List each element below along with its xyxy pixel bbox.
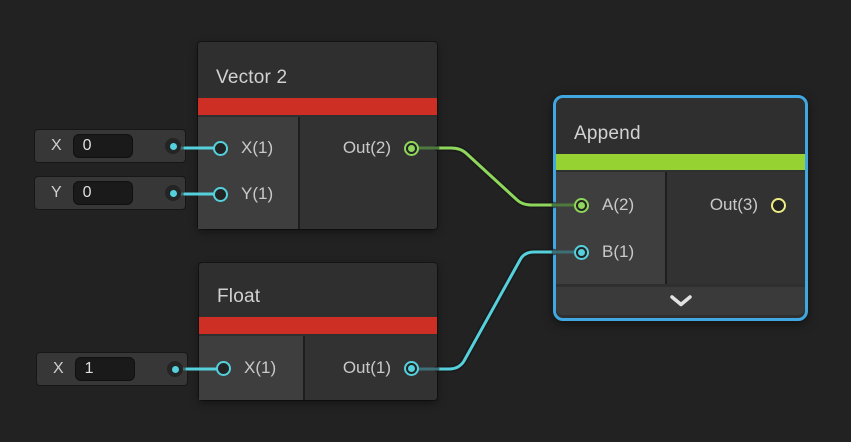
port-vector2-y-input[interactable] — [213, 186, 228, 202]
vector2-x-value-field[interactable]: 0 — [72, 134, 133, 158]
port-append-out-output[interactable] — [771, 197, 786, 213]
float-x-widget-label: X — [53, 360, 64, 377]
node-append-title: Append — [574, 123, 641, 144]
node-float-body: X(1) Out(1) — [199, 336, 437, 400]
port-row-append-b: B(1) — [574, 238, 634, 266]
edge-vector2-to-append[interactable] — [435, 146, 556, 207]
port-vector2-out-label: Out(2) — [342, 138, 391, 157]
port-row-append-out: Out(3) — [710, 191, 786, 219]
float-x-widget: X 1 — [37, 353, 187, 385]
node-float-color-bar — [199, 317, 437, 334]
port-vector2-out-output[interactable] — [404, 140, 419, 156]
port-row-vector2-y: Y(1) — [213, 180, 273, 208]
vector2-y-connector-dot[interactable] — [165, 185, 181, 201]
vector2-y-value-field[interactable]: 0 — [72, 181, 133, 205]
vector2-x-widget: X 0 — [35, 130, 185, 162]
node-append-color-bar — [556, 154, 805, 170]
node-append-collapse-button[interactable] — [556, 287, 805, 315]
port-append-a-input[interactable] — [574, 197, 589, 213]
vector2-x-widget-label: X — [51, 137, 62, 154]
port-float-out-output[interactable] — [404, 360, 419, 376]
port-vector2-y-label: Y(1) — [241, 184, 274, 203]
node-float[interactable]: Float X(1) Out(1) — [199, 263, 437, 400]
port-row-vector2-x: X(1) — [213, 134, 273, 162]
port-float-x-label: X(1) — [244, 358, 277, 377]
port-row-vector2-out: Out(2) — [343, 134, 419, 162]
port-vector2-x-input[interactable] — [213, 140, 228, 156]
port-append-b-input[interactable] — [574, 244, 589, 260]
float-x-value-field[interactable]: 1 — [74, 357, 135, 381]
vector2-y-widget-label: Y — [51, 184, 62, 201]
port-append-a-label: A(2) — [602, 195, 635, 214]
node-float-title: Float — [217, 286, 261, 307]
node-vector2-body: X(1) Y(1) Out(2) — [198, 117, 437, 229]
edge-green-shadow — [433, 144, 558, 209]
port-row-append-a: A(2) — [574, 191, 634, 219]
port-row-float-x: X(1) — [216, 354, 276, 382]
port-append-b-label: B(1) — [602, 242, 635, 261]
port-vector2-x-label: X(1) — [241, 138, 274, 157]
port-float-x-input[interactable] — [216, 360, 231, 376]
node-vector2-title: Vector 2 — [216, 67, 288, 88]
node-vector2-input-panel — [198, 117, 300, 229]
node-vector2[interactable]: Vector 2 X(1) Y(1) Out(2) — [198, 42, 437, 229]
port-row-float-out: Out(1) — [343, 354, 419, 382]
vector2-x-connector-dot[interactable] — [165, 138, 181, 154]
node-append[interactable]: Append A(2) B(1) Out(3) — [553, 95, 808, 321]
node-vector2-color-bar — [198, 98, 437, 115]
node-append-input-panel — [556, 172, 667, 284]
float-x-connector-dot[interactable] — [167, 361, 183, 377]
edge-float-to-append[interactable] — [435, 250, 556, 371]
edge-cyan-shadow — [433, 248, 558, 373]
chevron-down-icon — [669, 295, 692, 307]
node-append-body: A(2) B(1) Out(3) — [556, 172, 805, 284]
port-float-out-label: Out(1) — [342, 358, 391, 377]
port-append-out-label: Out(3) — [709, 195, 758, 214]
vector2-y-widget: Y 0 — [35, 177, 185, 209]
